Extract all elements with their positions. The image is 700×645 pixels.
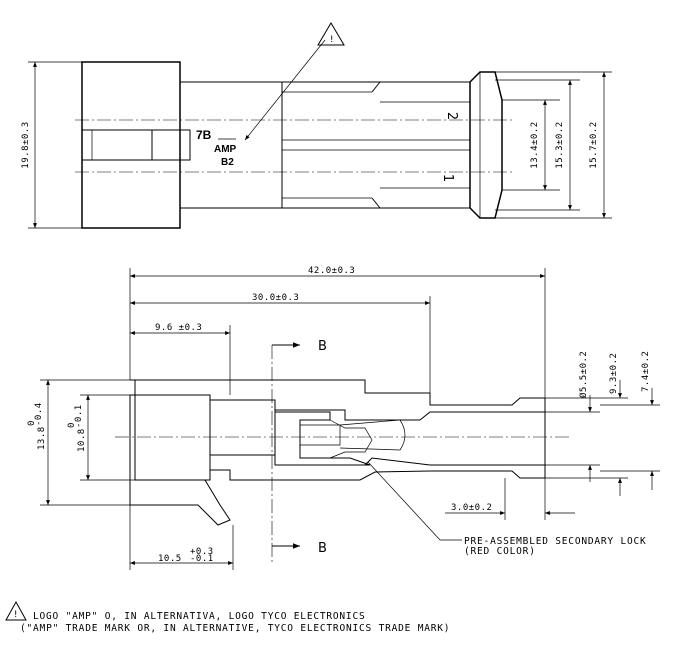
- dim-cap-height: 19.8±0.3: [21, 121, 31, 168]
- note-line-2: ("AMP" TRADE MARK OR, IN ALTERNATIVE, TY…: [20, 623, 450, 634]
- dim-13-4: 13.4±0.2: [530, 121, 540, 168]
- section-view: B B 42.0±0.3 30.0±0.3 9.6 ±0.3 10.5 +0.3…: [27, 266, 660, 570]
- marking-code: 7B: [196, 128, 212, 142]
- cap-outline: [81, 61, 181, 229]
- svg-text:0: 0: [27, 420, 37, 426]
- lock-callout-line2: (RED COLOR): [464, 546, 536, 557]
- housing-lower-channel: [209, 454, 546, 481]
- cavity-number-1: 1: [440, 174, 455, 182]
- housing-lower-wall: [129, 394, 231, 526]
- cavity-number-2: 2: [444, 112, 459, 120]
- dim-7-4: 7.4±0.2: [641, 351, 651, 392]
- section-label-top: B: [318, 339, 327, 354]
- dim-30: 30.0±0.3: [252, 293, 299, 303]
- secondary-lock: [274, 411, 371, 466]
- dim-9-6: 9.6 ±0.3: [155, 323, 202, 333]
- housing-upper-wall: [130, 379, 546, 421]
- dim-15-3: 15.3±0.2: [555, 121, 565, 168]
- warning-triangle-icon: [5, 600, 27, 621]
- logo-note: ! LOGO "AMP" O, IN ALTERNATIVA, LOGO TYC…: [5, 600, 450, 634]
- dim-10-5: 10.5: [158, 554, 182, 564]
- marking-variant: B2: [221, 157, 234, 168]
- dim-3-0: 3.0±0.2: [451, 503, 492, 513]
- section-label-bottom: B: [318, 541, 327, 556]
- svg-text:!: !: [329, 35, 335, 45]
- svg-text:-0.1: -0.1: [74, 404, 84, 428]
- svg-text:-0.4: -0.4: [34, 402, 44, 426]
- dim-15-7: 15.7±0.2: [589, 121, 599, 168]
- dim-10-8: 10.8: [77, 428, 87, 452]
- svg-text:0: 0: [67, 422, 77, 428]
- svg-text:!: !: [13, 610, 19, 620]
- dim-9-3: 9.3±0.2: [609, 353, 619, 394]
- note-line-1: LOGO "AMP" O, IN ALTERNATIVA, LOGO TYCO …: [33, 611, 366, 622]
- warning-triangle-icon: [317, 22, 345, 46]
- marking-logo: AMP: [214, 144, 237, 155]
- logo-callout: !: [244, 22, 345, 141]
- svg-text:-0.1: -0.1: [190, 554, 214, 564]
- dim-overall-length: 42.0±0.3: [308, 266, 355, 276]
- svg-text:+0.3: +0.3: [190, 547, 214, 557]
- dim-13-8: 13.8: [37, 426, 47, 450]
- top-view: 2 1 7B AMP B2 ! 19.8±0.3 13.4±0.2 15.3±0…: [21, 22, 612, 229]
- flange-outline: [469, 71, 503, 219]
- dim-dia-5-5: Ø5.5±0.2: [578, 351, 589, 398]
- lock-callout-line1: PRE-ASSEMBLED SECONDARY LOCK: [464, 536, 647, 547]
